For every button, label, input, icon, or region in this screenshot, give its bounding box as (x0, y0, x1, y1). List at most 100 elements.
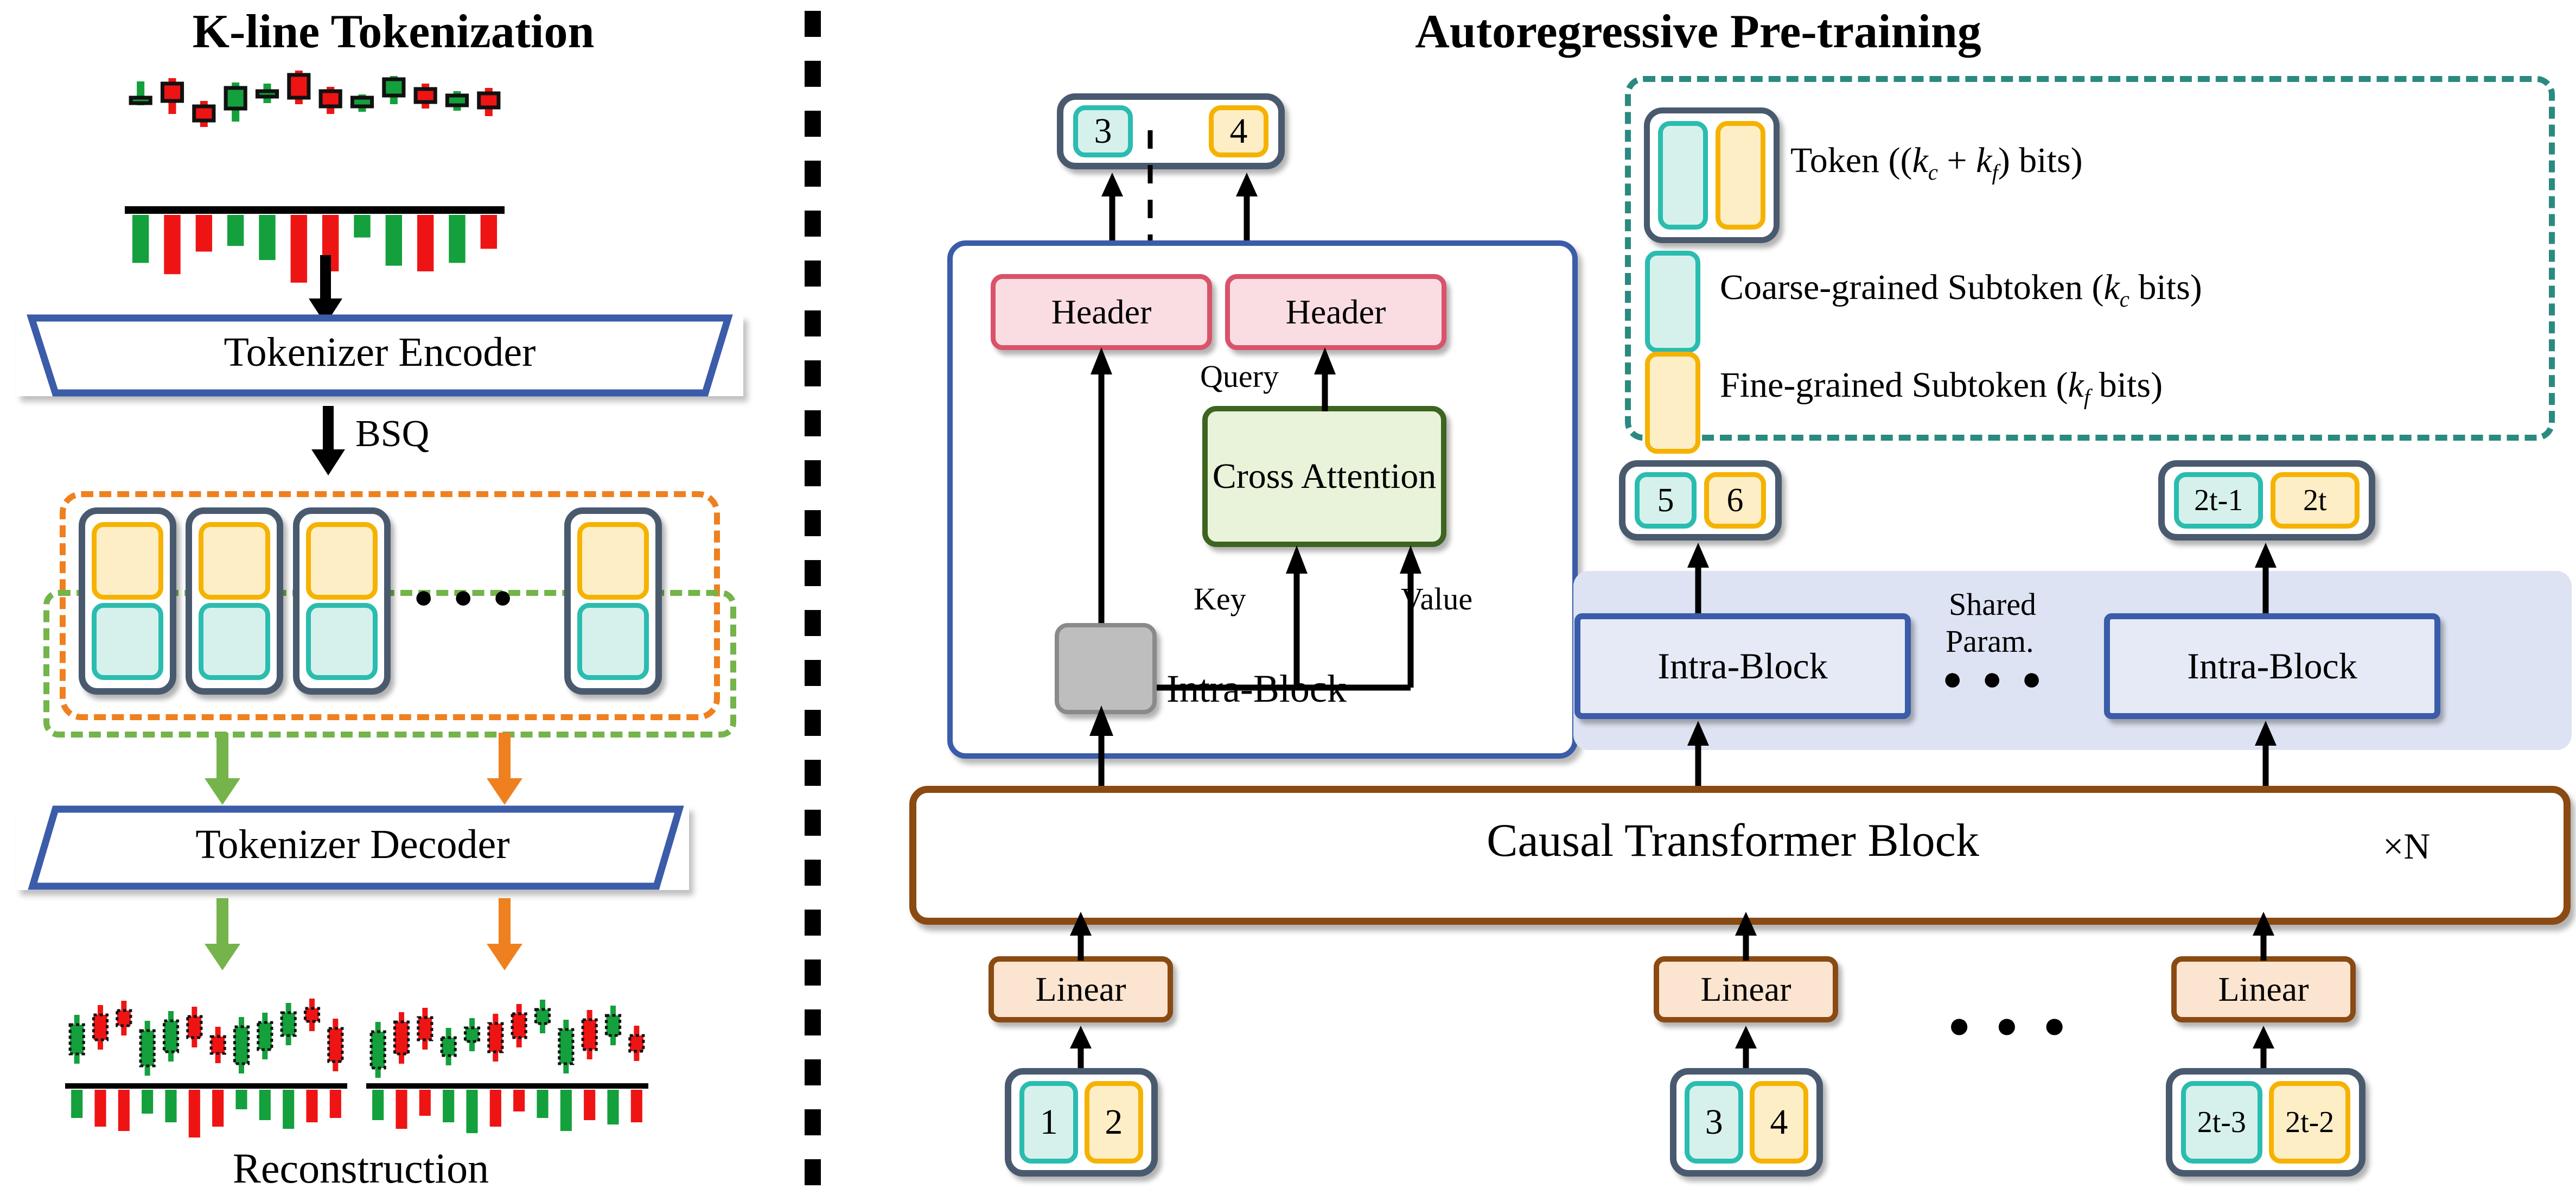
arrow-transformer-to-gray (1089, 706, 1113, 787)
legend-token-swatch (1644, 107, 1780, 243)
legend-fine-sub1: f (2083, 385, 2090, 410)
header-right: Header (1225, 274, 1446, 350)
arrow-coarse-to-decoder (205, 733, 240, 805)
legend-fine-label: Fine-grained Subtoken (kf bits) (1720, 365, 2163, 410)
shared-right-fine: 2t (2271, 472, 2360, 529)
transformer-repeat-count: ×N (2383, 825, 2431, 867)
legend-token-mid: + (1937, 141, 1976, 180)
arrow-to-encoder (309, 255, 342, 325)
fine-subtoken (92, 522, 163, 600)
intra-block-right: Intra-Block (2104, 613, 2440, 719)
input-token-1-fine: 2 (1085, 1081, 1143, 1164)
intra-block-left: Intra-Block (1574, 613, 1911, 719)
arrow-token3-to-linear3 (2253, 1026, 2274, 1071)
reconstruction-chart-left (65, 977, 353, 1151)
legend-token-k1: k (1912, 141, 1928, 180)
output-coarse-subtoken: 3 (1073, 105, 1133, 157)
linear-box-3: Linear (2171, 956, 2356, 1022)
shared-left-fine: 6 (1704, 472, 1767, 529)
shared-output-token-right: 2t-1 2t (2158, 460, 2375, 541)
legend-fine-pre: Fine-grained Subtoken ( (1720, 365, 2068, 405)
token-array-ellipsis: ● ● ● (413, 579, 519, 615)
causal-transformer-label-real: Causal Transformer Block (1487, 814, 1979, 866)
bsq-label: BSQ (355, 413, 430, 455)
legend-coarse-only-swatch (1645, 251, 1700, 353)
output-fine-subtoken: 4 (1209, 105, 1268, 157)
linear-box-1: Linear (989, 956, 1173, 1022)
legend-coarse-k1: k (2103, 268, 2120, 307)
linear-box-2: Linear (1654, 956, 1838, 1022)
output-token: 3 4 (1057, 93, 1285, 169)
arrow-xattn-to-header (1314, 347, 1336, 411)
tokenizer-encoder: Tokenizer Encoder (16, 314, 743, 397)
legend-fine-only-swatch (1645, 352, 1700, 454)
token-array-item (293, 507, 391, 695)
arrow-linear2-to-transformer (1735, 912, 1757, 961)
tokenizer-encoder-label: Tokenizer Encoder (224, 329, 536, 375)
left-panel-title: K-line Tokenization (192, 5, 595, 58)
legend-token-post: ) bits) (1998, 141, 2083, 180)
legend-box (1625, 76, 2555, 441)
intra-block-detail-title: Intra-Block (1166, 667, 1347, 710)
legend-coarse-sub1: c (2119, 287, 2129, 312)
shared-ellipsis: ● ● ● (1942, 660, 2048, 697)
input-token-2-coarse: 3 (1685, 1081, 1743, 1164)
shared-output-token-left: 5 6 (1619, 460, 1782, 541)
legend-token-pre: Token (( (1790, 141, 1912, 180)
arrow-decoder-out-left (205, 898, 240, 970)
arrow-intrablock-right-up (2255, 543, 2277, 613)
coarse-subtoken (92, 602, 163, 681)
cross-attention-box: Cross Attention (1202, 406, 1446, 547)
arrow-token1-to-linear1 (1070, 1026, 1092, 1071)
arrow-header-left-to-output (1101, 173, 1123, 243)
kline-svg (125, 71, 505, 283)
key-label: Key (1194, 581, 1246, 617)
legend-coarse-pre: Coarse-grained Subtoken ( (1720, 268, 2104, 307)
arrow-gray-to-header-left (1091, 347, 1112, 632)
coarse-subtoken (577, 602, 649, 681)
arrow-token2-to-linear2 (1735, 1026, 1757, 1071)
token-array-item (79, 507, 176, 695)
coarse-subtoken (306, 602, 378, 681)
arrow-linear3-to-transformer (2253, 912, 2274, 961)
token-array-outline-orange (60, 491, 720, 720)
header-left: Header (991, 274, 1212, 350)
shared-left-coarse: 5 (1634, 472, 1697, 529)
legend-token-sub2: f (1992, 160, 1998, 185)
legend-token-k2: k (1976, 141, 1992, 180)
legend-coarse-post: bits) (2129, 268, 2202, 307)
token-array-item (564, 507, 662, 695)
arrow-transformer-to-intrablock-right (2255, 721, 2277, 788)
arrow-fine-to-decoder (487, 733, 522, 805)
legend-token-sub1: c (1928, 160, 1938, 185)
param-label: Param. (1946, 624, 2034, 659)
reconstruction-chart-right (366, 977, 654, 1151)
tokenizer-decoder-label: Tokenizer Decoder (195, 822, 510, 867)
legend-fine-k1: k (2068, 365, 2084, 405)
arrow-linear1-to-transformer (1070, 912, 1092, 961)
key-value-routing (1118, 545, 1421, 691)
input-token-3-coarse: 2t-3 (2180, 1081, 2262, 1164)
fine-subtoken (577, 522, 649, 600)
inputs-ellipsis: ● ● ● (1948, 1005, 2074, 1046)
arrow-transformer-to-intrablock-left (1687, 721, 1709, 788)
arrow-header-right-to-output (1236, 173, 1258, 243)
legend-coarse-swatch (1658, 121, 1708, 230)
shared-right-coarse: 2t-1 (2174, 472, 2263, 529)
legend-fine-post: bits) (2090, 365, 2163, 405)
input-token-1-coarse: 1 (1019, 1081, 1078, 1164)
original-kline-chart (125, 64, 505, 292)
query-label: Query (1200, 359, 1279, 394)
fine-subtoken (199, 522, 270, 600)
gray-state-box (1055, 623, 1157, 714)
arrow-bsq (311, 406, 345, 475)
cross-attention-label: Cross Attention (1212, 456, 1437, 497)
input-token-2-fine: 4 (1750, 1081, 1808, 1164)
shared-label: Shared (1949, 587, 2037, 622)
legend-token-label: Token ((kc + kf) bits) (1790, 140, 2083, 185)
right-panel-title: Autoregressive Pre-training (1415, 5, 1981, 58)
causal-transformer-block (909, 786, 2571, 925)
input-token-3: 2t-3 2t-2 (2166, 1068, 2365, 1177)
coarse-subtoken (199, 602, 270, 681)
tokenizer-decoder: Tokenizer Decoder (16, 805, 689, 890)
